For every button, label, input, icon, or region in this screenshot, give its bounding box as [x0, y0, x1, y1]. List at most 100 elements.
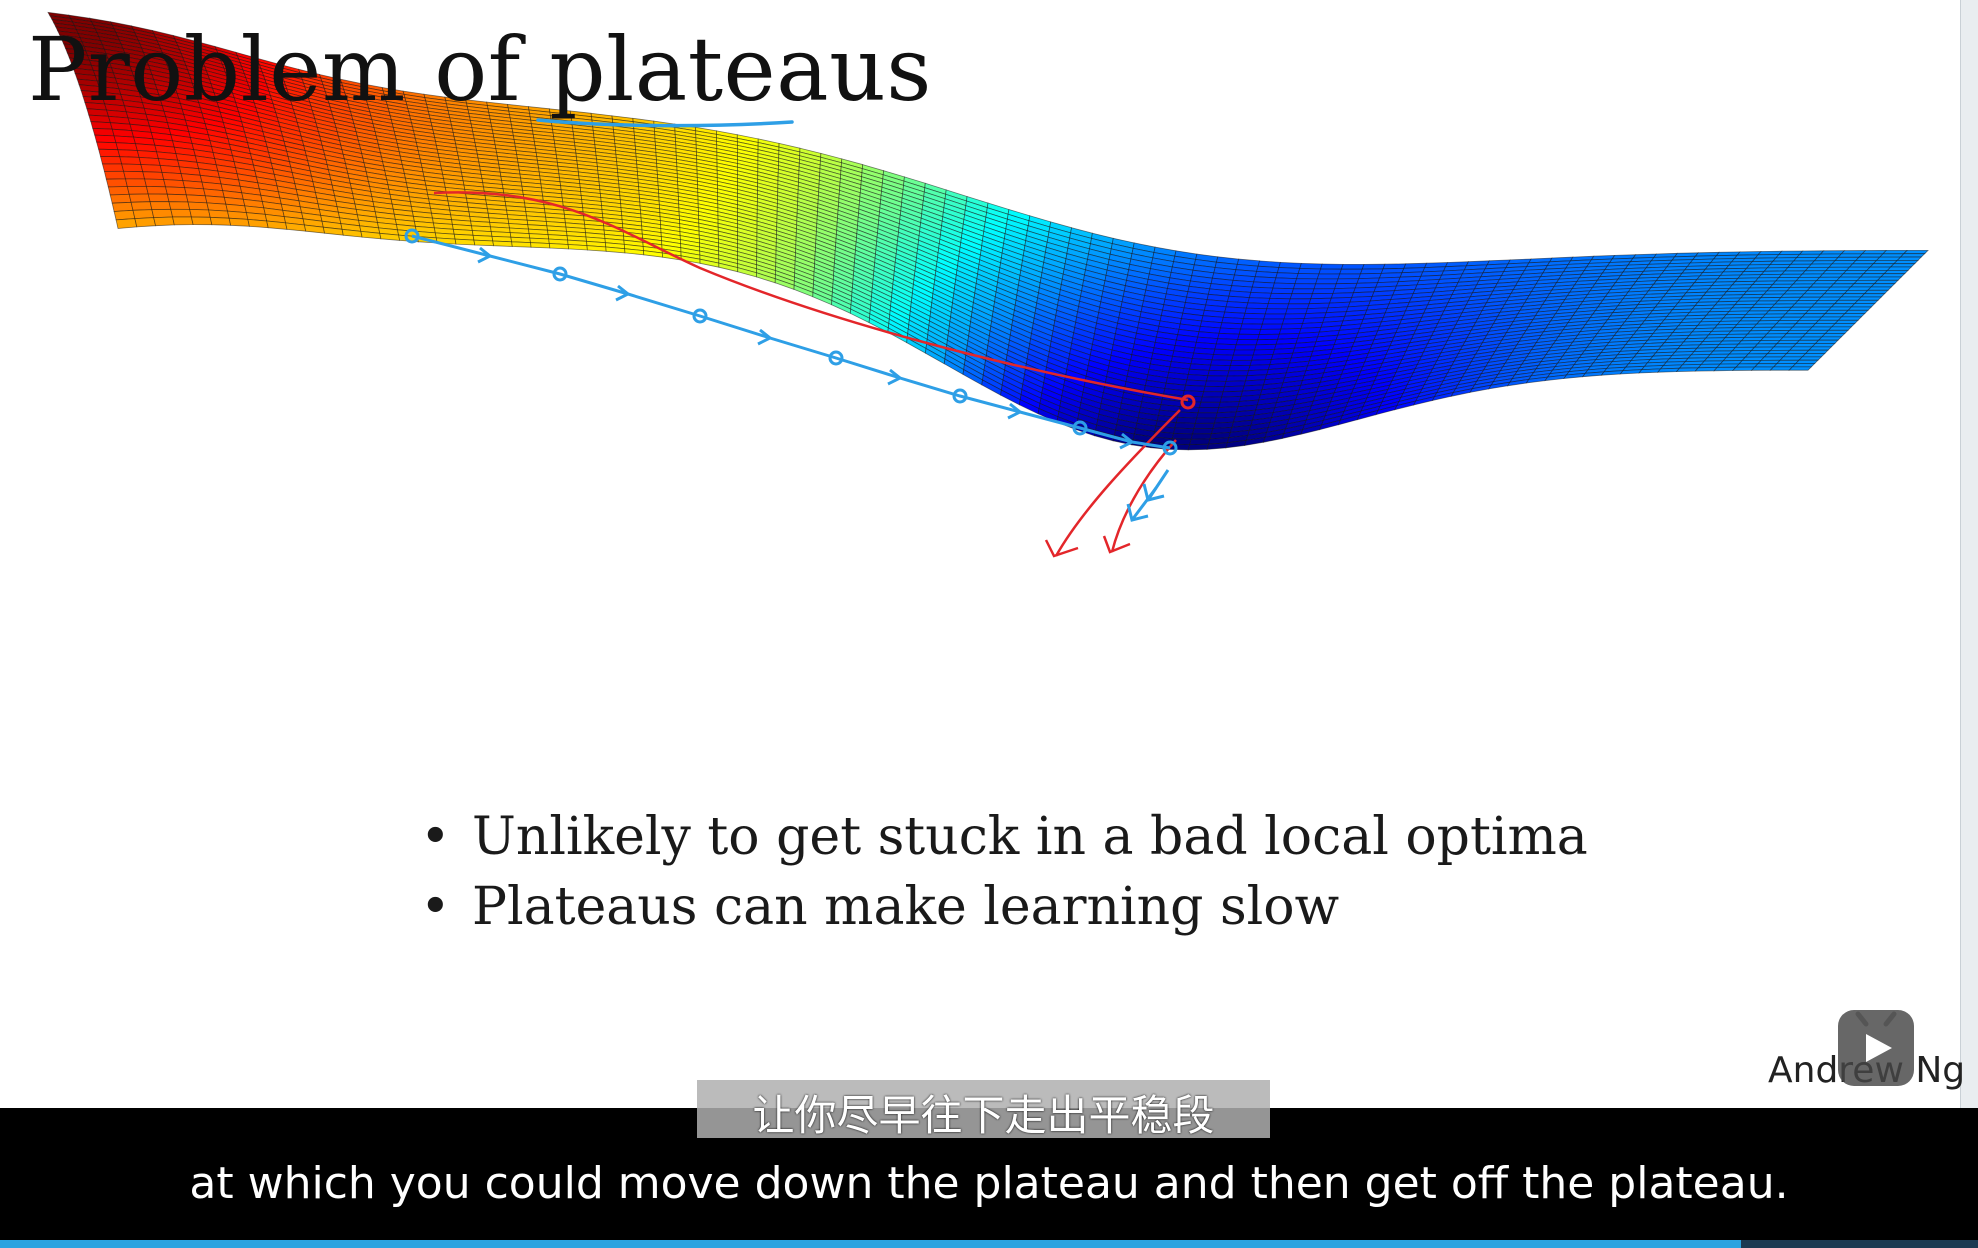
red-descent-arrowhead-annotation — [1044, 539, 1079, 558]
surface-cell — [1882, 249, 1909, 255]
surface-cell — [96, 141, 119, 151]
surface-cell — [1827, 306, 1853, 311]
red-descent-arrow-2-annotation — [1110, 439, 1177, 553]
surface-cell — [1815, 276, 1842, 282]
blue-step-marker — [404, 228, 420, 244]
surface-cell — [134, 217, 157, 228]
surface-cell — [123, 170, 146, 180]
surface-cell — [1858, 253, 1884, 258]
surface-cell — [1196, 412, 1218, 419]
blue-step-marker — [1162, 440, 1178, 456]
blue-descent-arrow — [1126, 487, 1158, 522]
blue-step-arrowhead — [757, 328, 773, 346]
surface-cell — [1311, 288, 1336, 295]
play-button[interactable] — [1838, 1010, 1914, 1086]
surface-cell — [1845, 266, 1872, 271]
surface-cell — [1821, 270, 1848, 275]
surface-cell — [1234, 344, 1257, 351]
surface-cell — [151, 208, 174, 219]
surface-cell — [1798, 316, 1823, 321]
surface-cell — [1875, 256, 1902, 261]
surface-cell — [101, 163, 125, 172]
surface-cell — [473, 239, 495, 247]
surface-cell — [1824, 309, 1850, 315]
surface-cell — [1889, 263, 1916, 268]
surface-cell — [1242, 312, 1266, 320]
slide-title: Problem of plateaus — [28, 18, 932, 121]
surface-cell — [1800, 293, 1826, 298]
surface-cell — [172, 216, 194, 226]
blue-step-arrowhead — [887, 368, 903, 386]
surface-cell — [1857, 296, 1883, 301]
surface-cell — [1827, 326, 1853, 331]
surface-cell — [1842, 269, 1868, 275]
surface-cell — [1778, 316, 1804, 321]
video-progress-bar[interactable] — [0, 1240, 1978, 1248]
surface-cell — [1813, 299, 1839, 305]
surface-cell — [1189, 438, 1211, 446]
surface-cell — [1288, 298, 1312, 305]
surface-cell — [170, 208, 192, 218]
surface-cell — [1235, 339, 1259, 346]
surface-cell — [128, 193, 151, 203]
surface-cell — [99, 156, 123, 165]
red-descent-arrow-annotation — [1054, 409, 1181, 557]
surface-cell — [1203, 385, 1226, 393]
surface-cell — [586, 245, 607, 252]
subtitle-chinese: 让你尽早往下走出平稳段 — [752, 1091, 1215, 1140]
blue-step-arrowhead — [477, 246, 493, 264]
surface-cell — [1194, 417, 1217, 424]
surface-cell — [1270, 287, 1295, 295]
surface-cell — [1769, 326, 1794, 331]
surface-cell — [126, 185, 149, 195]
surface-cell — [1320, 263, 1344, 270]
surface-cell — [1829, 283, 1856, 288]
surface-cell — [1826, 286, 1852, 291]
surface-cell — [1231, 354, 1254, 361]
surface-cell — [1204, 380, 1227, 388]
surface-cell — [103, 170, 127, 180]
surface-cell — [1791, 323, 1817, 328]
surface-cell — [1870, 283, 1896, 288]
surface-cell — [132, 209, 155, 220]
surface-cell — [1201, 391, 1224, 398]
surface-cell — [1257, 333, 1280, 341]
surface-cell — [1297, 267, 1322, 275]
surface-cell — [1837, 296, 1863, 301]
surface-cell — [1228, 364, 1251, 372]
surface-cell — [1810, 303, 1836, 308]
surface-cell — [168, 201, 191, 210]
saddle-surface-mesh — [47, 11, 1929, 451]
surface-cell — [1853, 279, 1879, 285]
surface-cell — [1872, 259, 1899, 265]
surface-cell — [130, 201, 153, 211]
surface-cell — [144, 178, 167, 188]
surface-cell — [1847, 306, 1873, 311]
surface-cell — [1843, 309, 1869, 315]
surface-cell — [1801, 333, 1827, 338]
bullet-item: •Plateaus can make learning slow — [420, 872, 1588, 942]
surface-cell — [145, 185, 168, 195]
surface-cell — [1232, 349, 1256, 356]
surface-cell — [1361, 263, 1386, 270]
surface-cell — [1861, 249, 1888, 255]
surface-cell — [190, 216, 213, 226]
surface-cell — [1814, 319, 1840, 325]
surface-cell — [189, 208, 211, 218]
surface-cell — [166, 193, 189, 203]
surface-cell — [492, 240, 513, 247]
surface-cell — [1863, 289, 1889, 295]
surface-cell — [454, 238, 476, 246]
surface-cell — [1240, 323, 1263, 330]
surface-cell — [1264, 308, 1288, 315]
bullet-list: •Unlikely to get stuck in a bad local op… — [420, 802, 1588, 942]
surface-cell — [1263, 313, 1287, 320]
surface-cell — [1759, 336, 1785, 341]
surface-cell — [94, 134, 117, 144]
surface-cell — [107, 186, 130, 196]
surface-cell — [1893, 259, 1919, 265]
surface-cell — [1804, 309, 1830, 315]
surface-cell — [1267, 297, 1291, 305]
surface-cell — [1315, 278, 1339, 285]
surface-cell — [1849, 283, 1876, 288]
